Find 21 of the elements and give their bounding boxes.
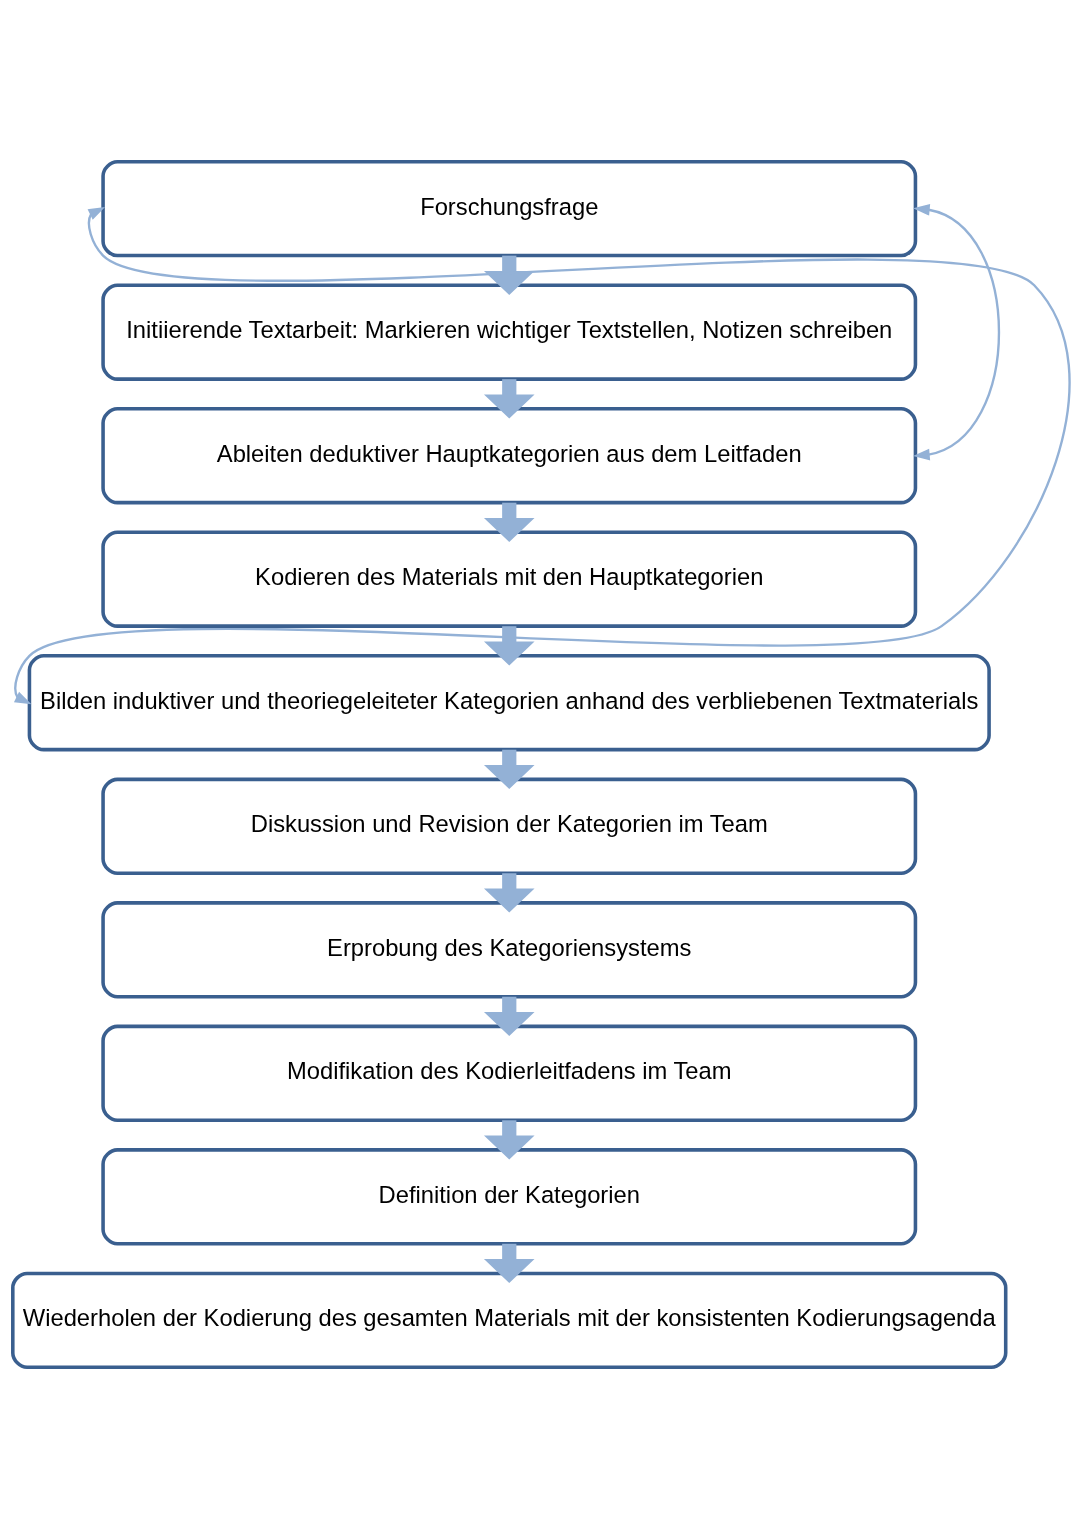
- arrow: [483, 1243, 535, 1283]
- arrow: [483, 378, 535, 418]
- arrow: [483, 872, 535, 913]
- arrow: [483, 1119, 535, 1160]
- node-box: Diskussion und Revision der Kategorien im Team: [101, 777, 918, 875]
- node-box: Forschungsfrage: [101, 159, 918, 257]
- node-box: Bilden induktiver und theoriegeleiteter Kategorien anhand des verbliebenen Textmaterials: [27, 653, 991, 751]
- node-box: Kodieren des Materials mit den Hauptkategorien: [101, 530, 918, 628]
- arrow: [483, 502, 535, 542]
- arrow: [483, 625, 535, 665]
- node-box: Wiederholen der Kodierung des gesamten Materials mit der konsistenten Kodierungsagenda: [11, 1271, 1008, 1369]
- node-box: Definition der Kategorien: [101, 1147, 918, 1245]
- node-box: Ableiten deduktiver Hauptkategorien aus dem Leitfaden: [101, 406, 918, 504]
- node-box: Erprobung des Kategoriensystems: [101, 900, 918, 998]
- arrow: [483, 749, 535, 789]
- arrow: [913, 203, 1001, 460]
- node-box: Modifikation des Kodierleitfadens im Team: [101, 1024, 918, 1122]
- arrow: [483, 996, 535, 1036]
- arrow: [13, 206, 1071, 704]
- node-box: Initiierende Textarbeit: Markieren wichtiger Textstellen, Notizen schreiben: [101, 283, 918, 381]
- arrow: [483, 255, 535, 295]
